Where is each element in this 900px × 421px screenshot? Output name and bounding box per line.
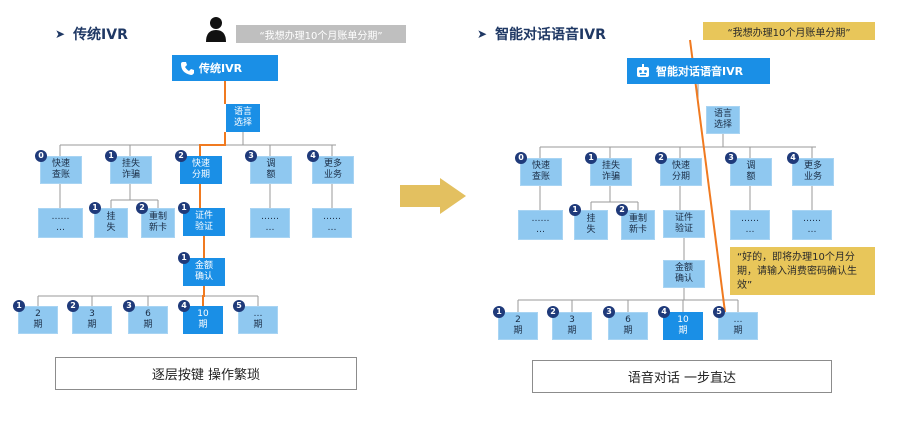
step-number-badge: 2 (655, 152, 667, 164)
step-number-badge: 3 (603, 306, 615, 318)
left-sub-node-2: 重制 新卡 (141, 208, 175, 238)
left-menu-node-1: 挂失 诈骗 (110, 156, 152, 184)
left-term-node-3: 10 期 (183, 306, 223, 334)
step-number-badge: 3 (245, 150, 257, 162)
right-sub-node-4: …… … (730, 210, 770, 240)
step-number-badge: 5 (713, 306, 725, 318)
right-title-text: 智能对话语音IVR (495, 27, 606, 43)
left-menu-node-0: 快速 查账 (40, 156, 82, 184)
left-menu-node-4: 更多 业务 (312, 156, 354, 184)
step-number-badge: 1 (493, 306, 505, 318)
robot-icon (637, 64, 649, 77)
left-sub-node-5: …… … (312, 208, 352, 238)
right-user-quote: “我想办理10个月账单分期” (703, 22, 875, 40)
left-menu-node-2: 快速 分期 (180, 156, 222, 184)
right-sub-node-0: …… … (518, 210, 563, 240)
step-number-badge: 2 (136, 202, 148, 214)
left-term-node-1: 3 期 (72, 306, 112, 334)
step-number-badge: 2 (547, 306, 559, 318)
right-header-label: 智能对话语音IVR (656, 65, 744, 78)
left-path-4 (202, 286, 205, 306)
right-sub-node-3: 证件 验证 (663, 210, 705, 238)
left-header-label: 传统IVR (199, 62, 243, 75)
right-direct-path (689, 39, 726, 313)
step-number-badge: 1 (178, 202, 190, 214)
step-number-badge: 1 (105, 150, 117, 162)
chevron-right-icon: ➤ (55, 27, 66, 41)
left-term-node-0: 2 期 (18, 306, 58, 334)
right-sub-node-1: 挂 失 (574, 210, 608, 240)
right-sub-node-2: 重制 新卡 (621, 210, 655, 240)
right-reply-bubble: “好的，即将办理10个月分期，请输入消费密码确认生效” (730, 247, 875, 295)
left-user-quote: “我想办理10个月账单分期” (236, 25, 406, 43)
step-number-badge: 5 (233, 300, 245, 312)
left-title-text: 传统IVR (73, 27, 128, 43)
left-header-box: 传统IVR (172, 55, 278, 81)
right-title: ➤ 智能对话语音IVR (477, 24, 606, 44)
right-amount-node: 金额 确认 (663, 260, 705, 288)
right-term-node-3: 10 期 (663, 312, 703, 340)
left-sub-node-0: …… … (38, 208, 83, 238)
right-menu-node-3: 调 额 (730, 158, 772, 186)
step-number-badge: 4 (178, 300, 190, 312)
step-number-badge: 1 (178, 252, 190, 264)
right-term-node-2: 6 期 (608, 312, 648, 340)
left-path-1 (199, 132, 226, 156)
right-lang-node: 语言 选择 (706, 106, 740, 134)
left-sub-node-4: …… … (250, 208, 290, 238)
step-number-badge: 1 (569, 204, 581, 216)
step-number-badge: 2 (616, 204, 628, 216)
right-menu-node-2: 快速 分期 (660, 158, 702, 186)
phone-icon (181, 62, 194, 75)
right-header-box: 智能对话语音IVR (627, 58, 770, 84)
right-term-node-4: … 期 (718, 312, 758, 340)
step-number-badge: 1 (585, 152, 597, 164)
right-menu-node-4: 更多 业务 (792, 158, 834, 186)
step-number-badge: 4 (658, 306, 670, 318)
left-menu-node-3: 调 额 (250, 156, 292, 184)
left-term-node-4: … 期 (238, 306, 278, 334)
right-caption: 语音对话 一步直达 (532, 360, 832, 393)
user-icon (206, 17, 226, 42)
left-sub-node-1: 挂 失 (94, 208, 128, 238)
left-lang-node: 语言 选择 (226, 104, 260, 132)
left-amount-node: 金额 确认 (183, 258, 225, 286)
step-number-badge: 1 (89, 202, 101, 214)
step-number-badge: 0 (515, 152, 527, 164)
step-number-badge: 2 (175, 150, 187, 162)
step-number-badge: 0 (35, 150, 47, 162)
left-sub-node-3: 证件 验证 (183, 208, 225, 236)
step-number-badge: 4 (307, 150, 319, 162)
step-number-badge: 3 (725, 152, 737, 164)
right-menu-node-1: 挂失 诈骗 (590, 158, 632, 186)
right-term-node-0: 2 期 (498, 312, 538, 340)
left-title: ➤ 传统IVR (55, 24, 128, 44)
step-number-badge: 2 (67, 300, 79, 312)
right-menu-node-0: 快速 查账 (520, 158, 562, 186)
big-arrow-icon (400, 178, 466, 214)
left-caption: 逐层按键 操作繁琐 (55, 357, 357, 390)
right-term-node-1: 3 期 (552, 312, 592, 340)
step-number-badge: 3 (123, 300, 135, 312)
step-number-badge: 4 (787, 152, 799, 164)
left-term-node-2: 6 期 (128, 306, 168, 334)
chevron-right-icon: ➤ (477, 27, 488, 41)
right-sub-node-5: …… … (792, 210, 832, 240)
step-number-badge: 1 (13, 300, 25, 312)
